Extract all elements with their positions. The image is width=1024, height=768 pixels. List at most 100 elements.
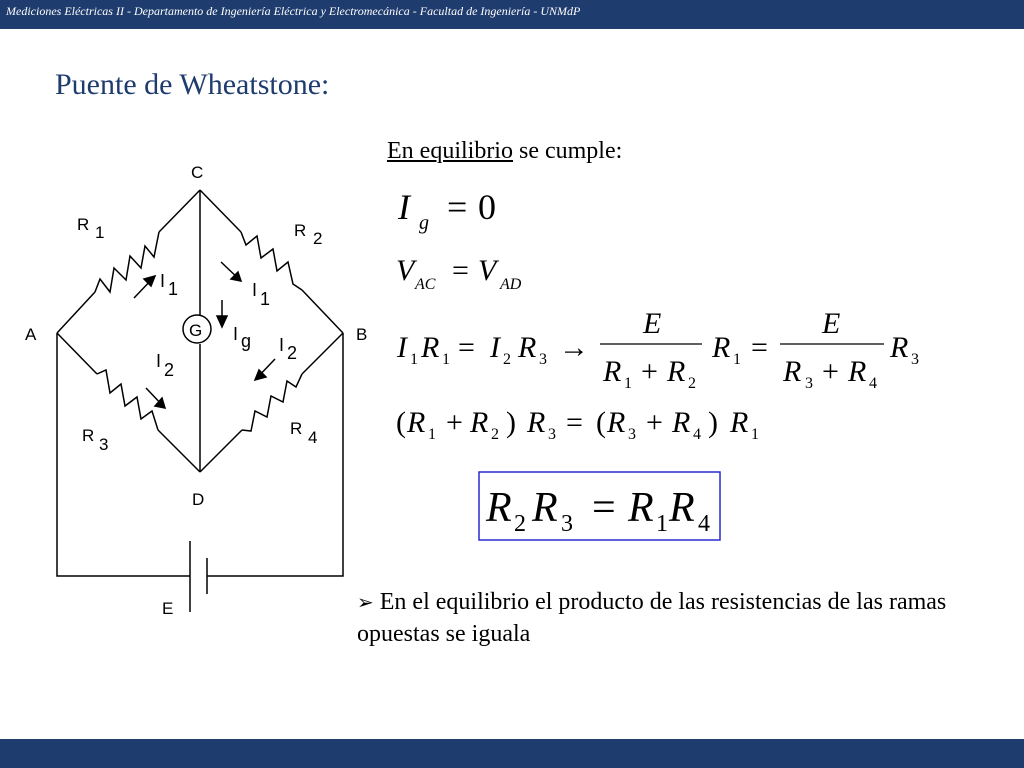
eq3-r3-sub: 3 (539, 351, 547, 368)
eq3-i1-sub: 1 (410, 351, 418, 368)
eq3-e2: E (821, 307, 840, 340)
galvanometer (182, 314, 212, 344)
eq3-i1: I (396, 331, 409, 364)
box-r2-sub: 2 (514, 511, 526, 537)
galvanometer-label: G (189, 321, 202, 340)
eq2-v2: V (478, 254, 500, 287)
eq1-zero: 0 (478, 187, 496, 227)
eq3-d1-s2: 2 (688, 375, 696, 392)
eq1-i: I (397, 187, 412, 227)
eq4-r2: R (469, 406, 488, 439)
wheatstone-circuit (56, 189, 344, 612)
eq3-eq1: = (458, 331, 475, 364)
r4-name: R (290, 419, 302, 438)
node-d: D (192, 490, 204, 509)
eq3-e1: E (642, 307, 661, 340)
i1-right-name: I (252, 280, 257, 300)
r1-name: R (77, 215, 89, 234)
wire-b-r4 (301, 332, 344, 375)
equation-ig-zero: I g = 0 (397, 187, 496, 234)
wire-r1-c (158, 189, 201, 233)
footer-bar (0, 739, 1024, 768)
eq4-r3a-sub: 3 (548, 426, 556, 443)
resistor-r4 (241, 373, 303, 432)
box-eq: = (592, 485, 616, 531)
eq4-r4: R (671, 406, 690, 439)
equation-expanded: ( R 1 + R 2 ) R 3 = ( R 3 + R 4 ) R 1 (396, 406, 759, 443)
eq1-eq: = (447, 187, 467, 227)
header-text: Mediciones Eléctricas II - Departamento … (6, 4, 581, 18)
eq4-rp1: ) (506, 406, 516, 439)
wire-r4-d (199, 429, 243, 473)
r3-sub: 3 (99, 435, 108, 454)
wire-r3-d (157, 429, 201, 473)
eq4-r4-sub: 4 (693, 426, 701, 443)
resistor-r1 (94, 231, 160, 294)
eq3-i2-sub: 2 (503, 351, 511, 368)
eq3-mult-r3-sub: 3 (911, 351, 919, 368)
eq4-plus2: + (646, 406, 663, 439)
eq2-ac: AC (414, 276, 436, 293)
eq3-arrow: → (559, 331, 589, 364)
eq4-rp2: ) (708, 406, 718, 439)
eq4-lp2: ( (596, 406, 606, 439)
eq3-r1-sub: 1 (442, 351, 450, 368)
eq4-r3b: R (606, 406, 625, 439)
eq4-plus1: + (446, 406, 463, 439)
box-r1: R (627, 485, 654, 531)
i1-right-sub: 1 (260, 289, 270, 309)
eq3-d2-plus: + (822, 355, 839, 388)
current-arrows (133, 261, 276, 409)
i2-right-name: I (279, 335, 284, 355)
wire-battery-b (207, 333, 344, 577)
wire-a-r3 (56, 332, 98, 375)
slide-title: Puente de Wheatstone: (55, 68, 330, 101)
r3-name: R (82, 426, 94, 445)
eq4-r3b-sub: 3 (628, 426, 636, 443)
ig-name: I (233, 324, 238, 344)
eq3-mult-r3: R (889, 331, 908, 364)
circuit-labels: C A B D E G R 1 R 2 R 3 R 4 I 1 I 1 I g … (25, 163, 367, 618)
box-r4-sub: 4 (698, 511, 710, 537)
resistor-r3 (96, 368, 159, 431)
eq3-d2-r3: R (782, 355, 801, 388)
eq3-i2: I (489, 331, 502, 364)
i2-left-name: I (156, 351, 161, 371)
equation-current-relation: I 1 R 1 = I 2 R 3 → E R 1 + R 2 R 1 = E … (396, 307, 919, 392)
eq3-d1-r1: R (602, 355, 621, 388)
header-bar: Mediciones Eléctricas II - Departamento … (0, 0, 1024, 29)
eq3-eq2: = (751, 331, 768, 364)
arrow-i2-right-head (253, 368, 268, 382)
box-r3-sub: 3 (561, 511, 573, 537)
eq1-g: g (419, 212, 429, 234)
node-a: A (25, 325, 37, 344)
eq3-d1-plus: + (641, 355, 658, 388)
node-c: C (191, 163, 203, 182)
eq4-r1b-sub: 1 (751, 426, 759, 443)
equilibrium-rest: se cumple: (512, 138, 623, 164)
i2-right-sub: 2 (287, 343, 297, 363)
box-r3: R (531, 485, 558, 531)
bullet-text: ➢En el equilibrio el producto de las res… (357, 586, 957, 650)
eq3-d2-r4: R (847, 355, 866, 388)
i2-left-sub: 2 (164, 360, 174, 380)
box-r4: R (668, 485, 695, 531)
eq3-r3: R (517, 331, 536, 364)
eq2-eq: = (452, 254, 469, 287)
r4-sub: 4 (308, 428, 317, 447)
bullet-body: En el equilibrio el producto de las resi… (357, 589, 947, 647)
eq3-d1-r2: R (666, 355, 685, 388)
wire-r2-b (301, 289, 344, 334)
r2-name: R (294, 221, 306, 240)
box-r1-sub: 1 (656, 511, 668, 537)
eq4-lp1: ( (396, 406, 406, 439)
eq3-mult-r1-sub: 1 (733, 351, 741, 368)
resistor-r2 (240, 231, 303, 291)
wire-c-r2 (199, 189, 242, 233)
eq3-d1-s1: 1 (624, 375, 632, 392)
eq4-r1-sub: 1 (428, 426, 436, 443)
equation-vac-vad: V AC = V AD (396, 254, 522, 293)
bullet-arrow-icon: ➢ (357, 590, 374, 614)
eq3-d2-s3: 3 (805, 375, 813, 392)
eq4-r1b: R (729, 406, 748, 439)
